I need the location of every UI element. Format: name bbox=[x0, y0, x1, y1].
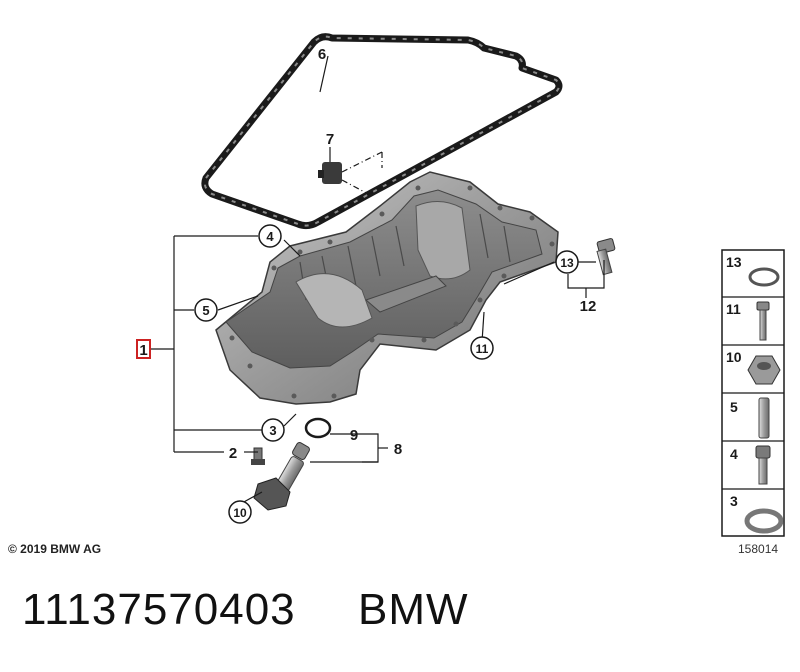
long-bolt-icon bbox=[756, 301, 770, 341]
svg-text:10: 10 bbox=[726, 349, 742, 365]
callout-11[interactable]: 11 bbox=[470, 336, 494, 360]
brand-name: BMW bbox=[358, 585, 469, 634]
oil-pan-gasket bbox=[201, 33, 563, 230]
svg-text:4: 4 bbox=[730, 446, 738, 462]
svg-text:4: 4 bbox=[266, 229, 274, 244]
parts-panel-row-3[interactable]: 3 bbox=[730, 493, 784, 534]
parts-panel-row-10[interactable]: 10 bbox=[726, 349, 781, 385]
parts-panel-row-4[interactable]: 4 bbox=[730, 445, 771, 485]
svg-text:6: 6 bbox=[318, 46, 326, 63]
svg-text:2: 2 bbox=[229, 445, 237, 462]
svg-text:9: 9 bbox=[350, 427, 358, 444]
parts-panel-row-5[interactable]: 5 bbox=[730, 397, 770, 439]
copyright-notice: © 2019 BMW AG bbox=[8, 542, 102, 556]
callout-1[interactable]: 1 bbox=[136, 339, 151, 359]
svg-text:11: 11 bbox=[726, 301, 741, 317]
svg-text:5: 5 bbox=[730, 399, 738, 415]
oil-level-sensor-part bbox=[253, 442, 310, 511]
leader-lines bbox=[150, 55, 605, 504]
oil-pan-body bbox=[215, 171, 559, 405]
callout-3[interactable]: 3 bbox=[261, 418, 285, 442]
svg-text:11: 11 bbox=[476, 342, 489, 356]
svg-text:7: 7 bbox=[326, 131, 334, 148]
bolt-part bbox=[251, 447, 265, 465]
parts-panel: 13 11 10 5 4 bbox=[721, 249, 785, 537]
callout-13[interactable]: 13 bbox=[555, 250, 579, 274]
svg-text:10: 10 bbox=[233, 506, 247, 520]
svg-text:5: 5 bbox=[202, 303, 209, 318]
callout-7[interactable]: 7 bbox=[326, 131, 334, 148]
part-number: 11137570403 bbox=[22, 585, 296, 634]
svg-text:3: 3 bbox=[730, 493, 738, 509]
hex-nut-icon bbox=[747, 355, 781, 385]
callout-2[interactable]: 2 bbox=[229, 445, 237, 462]
callout-10[interactable]: 10 bbox=[228, 500, 252, 524]
socket-bolt-icon bbox=[755, 445, 771, 485]
callout-4[interactable]: 4 bbox=[258, 224, 282, 248]
parts-panel-row-13[interactable]: 13 bbox=[726, 254, 780, 287]
diagram-number: 158014 bbox=[738, 542, 779, 556]
svg-text:3: 3 bbox=[269, 423, 276, 438]
svg-text:12: 12 bbox=[580, 298, 597, 315]
callout-12[interactable]: 12 bbox=[580, 298, 597, 315]
callout-8[interactable]: 8 bbox=[394, 441, 402, 458]
parts-panel-row-11[interactable]: 11 bbox=[726, 301, 770, 341]
svg-text:13: 13 bbox=[560, 256, 574, 270]
callout-9[interactable]: 9 bbox=[350, 427, 358, 444]
o-ring-part bbox=[304, 417, 332, 439]
hex-bolt-part bbox=[596, 238, 616, 276]
callout-5[interactable]: 5 bbox=[194, 298, 218, 322]
svg-text:1: 1 bbox=[139, 342, 147, 359]
svg-text:8: 8 bbox=[394, 441, 402, 458]
washer-ring-icon bbox=[748, 267, 780, 287]
callout-6[interactable]: 6 bbox=[318, 46, 326, 63]
sealing-ring-icon bbox=[744, 508, 784, 534]
drain-plug-part bbox=[318, 151, 383, 197]
svg-text:13: 13 bbox=[726, 254, 742, 270]
dowel-sleeve-icon bbox=[758, 397, 770, 439]
